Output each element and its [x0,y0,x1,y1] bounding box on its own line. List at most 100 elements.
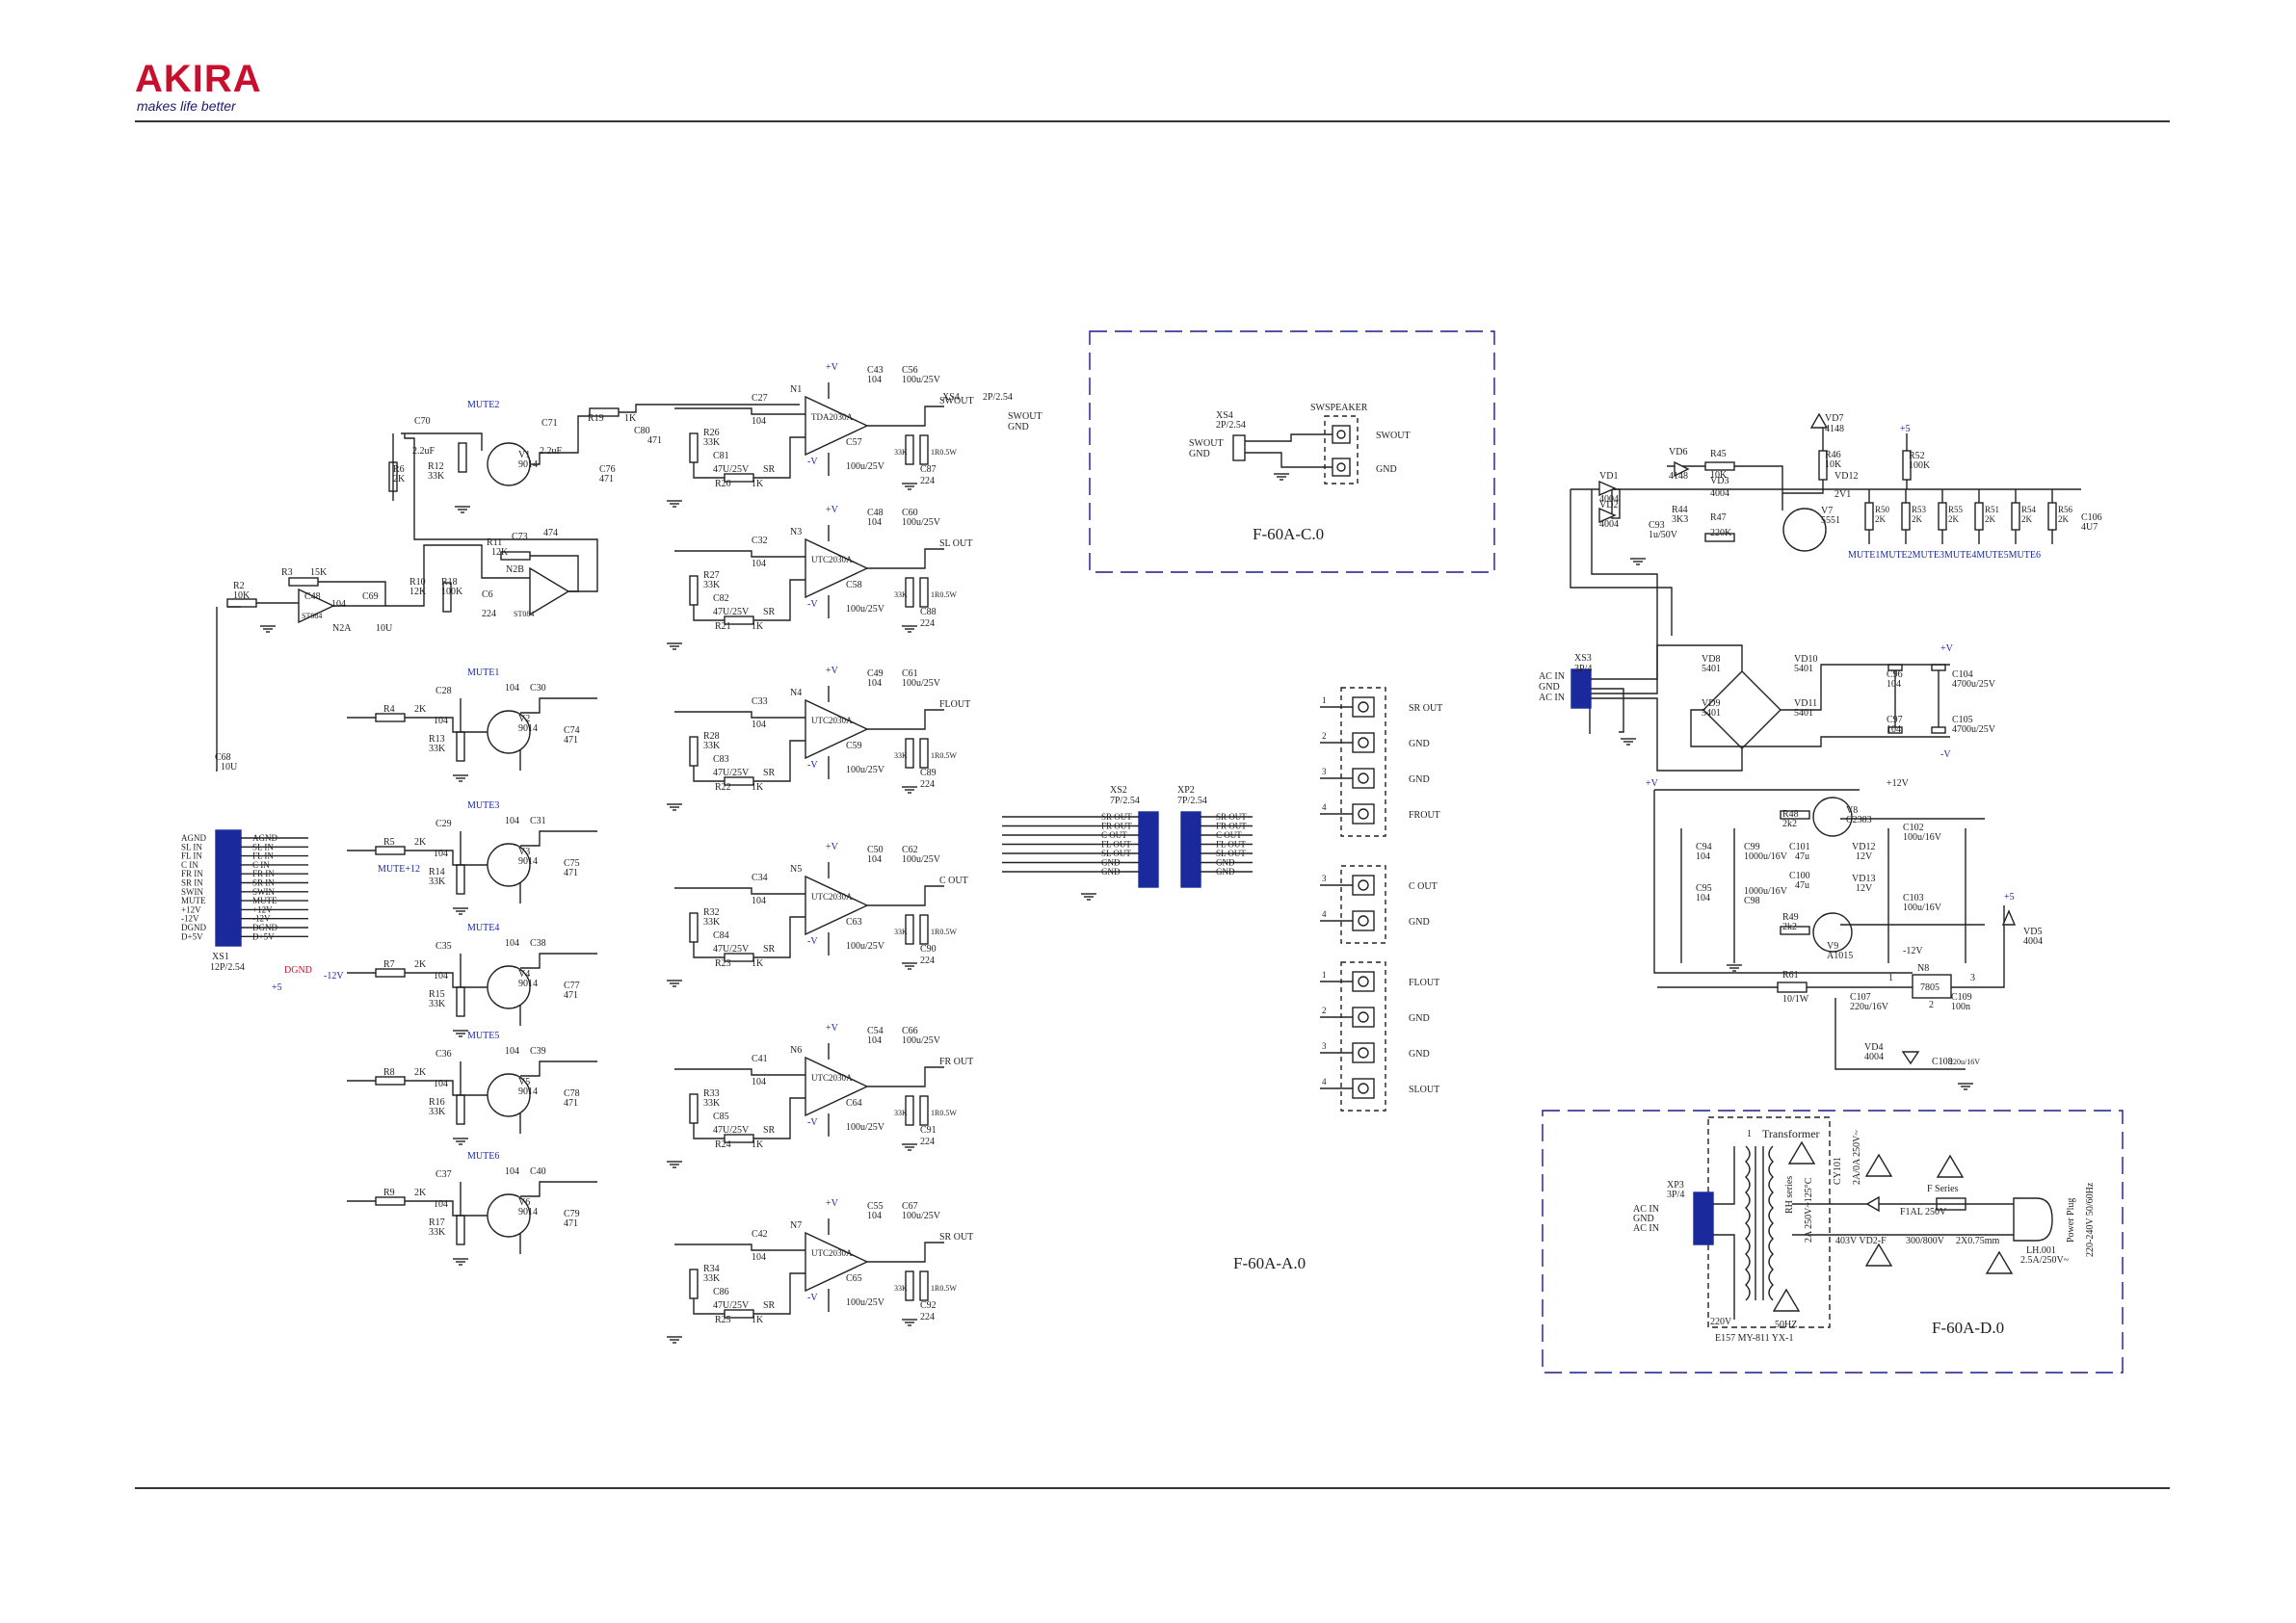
stage-rb-val-4: 33K [429,1107,446,1117]
v9-transistor [1812,912,1853,953]
label-vd10: VD10 [1794,654,1817,665]
xs1-inner-pin-5: FR IN [252,869,275,878]
terminal-front-right-3 [1352,768,1375,789]
amp-ctop-n5: C50 [867,845,884,855]
amp-cfb-val-n1: 47U/25V [713,464,750,475]
label-c94-val: 104 [1696,851,1710,862]
terminal-num-front-left-2: 2 [1322,1006,1327,1015]
label-n8-pin3: 3 [1970,973,1975,983]
amp-ctop-val-n5: 104 [867,854,882,865]
amp-cout-val-n1: 224 [920,476,935,486]
amp-sr-n6: SR [763,1125,776,1136]
stage-rin-val-5: 2K [414,1188,427,1198]
label-c107-val: 220u/16V [1850,1002,1889,1012]
amp-cfb-val-n6: 47U/25V [713,1125,750,1136]
terminal-label-front-left-2: GND [1409,1013,1430,1024]
terminal-label-front-right-3: GND [1409,774,1430,785]
xs1-inner-pin-4: C IN [252,860,270,870]
label-r3: R3 [281,567,293,578]
label-r11-val: 12K [491,547,509,558]
label-u2-type: ST084 [514,610,534,618]
label-c97: C97 [1887,715,1903,725]
xs1-pin-8: MUTE [181,896,206,905]
stage-ca-val-5: 104 [505,1166,519,1177]
label-vd2-val: 4004 [1599,519,1619,530]
amp-cin-n5: C34 [752,873,768,883]
label-r44-val: 3K3 [1672,514,1688,525]
label-c69: C69 [362,591,379,602]
label-vd4: VD4 [1864,1042,1883,1053]
label-r11: R11 [487,537,502,548]
warning-icon [1936,1154,1965,1178]
terminal-block-front-right [1320,687,1386,837]
sw-stage [216,404,800,772]
xs1-ref: XS1 [212,952,229,962]
terminal-label-front-left-1: FLOUT [1409,978,1439,988]
amp-rin-val-n4: 33K [703,741,721,751]
amp-cbot-val-n5: 100u/25V [846,941,885,952]
label-rh: RH series [1784,1176,1795,1214]
amp-ctop-n6: C54 [867,1026,884,1036]
board-d-frame [1542,1110,2124,1374]
xs4-type: 2P/2.54 [1216,420,1246,431]
xs1-pin-10: -12V [181,914,199,924]
amp-cin-n3: C32 [752,536,768,546]
terminal-num-front-right-3: 3 [1322,767,1327,776]
label-c68: C68 [215,752,231,763]
label-c71-val: 2.2uF [540,446,563,457]
amp-chip-n7 [805,1231,869,1293]
amp-cfb-val-n5: 47U/25V [713,944,750,955]
amp-out-n6: FR OUT [939,1057,973,1067]
xp2-type: 7P/2.54 [1177,796,1207,806]
label-r45-val: 10K [1710,470,1728,481]
label-transformer: Transformer [1762,1127,1820,1140]
label-xp3-ac1: AC IN [1633,1204,1659,1215]
label-bottom: E157 MY-811 YX-1 [1715,1333,1793,1344]
terminal-num-front-right-1: 1 [1322,695,1327,705]
brand-tagline: makes life better [137,98,236,114]
terminal-front-left-3 [1352,1042,1375,1063]
amp-ctop-n7: C55 [867,1201,884,1212]
amp-ref-n3: N3 [790,527,802,537]
label-vd6-val: 4148 [1669,471,1688,482]
amp-rout-n4: 1R0.5W [931,751,957,760]
label-v1: V1 [518,450,530,460]
stage-rin-5: R9 [383,1188,395,1198]
stage-rb-5: R17 [429,1217,445,1228]
stage-rin-val-3: 2K [414,959,427,970]
label-c98-val: 1000u/16V [1744,886,1788,897]
amp-cin-n4: C33 [752,696,768,707]
stage-cout-3: C77 [564,981,580,991]
xs1-inner-pin-10: -12V [252,914,271,924]
label-plug-val: 220-240V 50/60Hz [2085,1182,2096,1257]
xs1-pin-12: D+5V [181,931,203,941]
label-r49-val: 2k2 [1782,922,1797,932]
label-vd12r-val: 12V [1856,851,1873,862]
stage-rin-2: R5 [383,837,395,848]
stage-cap-3: C35 [435,941,452,952]
amp-cout-n5: C90 [920,944,937,955]
amp-cfb-val-n4: 47U/25V [713,768,750,778]
label-r61: R61 [1782,970,1799,981]
amp-cfb-n1: C81 [713,451,729,461]
amp-cin-val-n1: 104 [752,416,766,427]
xp2-pin-2: FR OUT [1216,822,1247,831]
speaker-term-2 [1332,458,1351,477]
label-c106: C106 [2081,512,2102,523]
label-vd3: VD3 [1710,476,1729,486]
stage-cap-5: C37 [435,1169,452,1180]
terminal-block-center [1320,865,1386,944]
amp-cbig-n1: C56 [902,365,918,376]
rail-dgnd: DGND [284,965,312,976]
label-v8-val: C2383 [1846,815,1872,825]
label-v1-type: 9014 [518,459,538,470]
amp-rin-val-n5: 33K [703,917,721,928]
stage-ca-2: C31 [530,816,546,826]
amp-n5 [666,862,944,987]
amp-n4 [666,686,944,811]
amp-ctop-n1: C43 [867,365,884,376]
label-r2: R2 [233,581,245,591]
label-xp3-gnd: GND [1633,1214,1654,1224]
xs2-pin-5: SL OUT [1101,849,1131,858]
label-c101-val: 47u [1795,851,1809,862]
